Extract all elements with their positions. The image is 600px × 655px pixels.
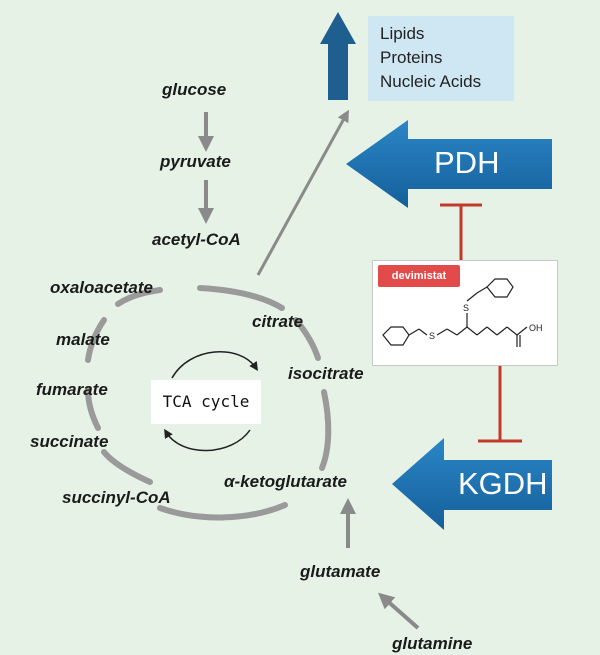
metabolite-citrate: citrate xyxy=(252,312,304,331)
metabolite-glutamate: glutamate xyxy=(300,562,381,581)
hydroxyl-group: OH xyxy=(529,323,543,333)
devimistat-badge: devimistat xyxy=(378,265,460,287)
devimistat-molecule-drawing: S S OH xyxy=(382,278,543,347)
pdh-arrow xyxy=(346,120,552,208)
metabolite-succinyl-coa: succinyl-CoA xyxy=(62,488,171,507)
biosynthesis-arrow xyxy=(320,12,356,100)
sulfur-atom-left: S xyxy=(429,331,435,341)
inhibition-pdh xyxy=(440,203,482,260)
inhibition-kgdh xyxy=(478,364,522,443)
kgdh-arrow xyxy=(392,438,552,530)
metabolite-acetyl-coa: acetyl-CoA xyxy=(152,230,241,249)
metabolite-isocitrate: isocitrate xyxy=(288,364,364,383)
biosynthesis-products-box: Lipids Proteins Nucleic Acids xyxy=(368,16,514,101)
metabolite-pyruvate: pyruvate xyxy=(160,152,231,171)
glutamine-to-glutamate-arrow xyxy=(378,592,420,630)
tca-cycle-label: TCA cycle xyxy=(151,380,261,424)
kgdh-label: KGDH xyxy=(458,466,548,501)
sulfur-atom-top: S xyxy=(463,303,469,313)
metabolite-succinate: succinate xyxy=(30,432,109,451)
metabolite-oxaloacetate: oxaloacetate xyxy=(50,278,153,297)
cycle-arrow-top xyxy=(171,351,259,379)
metabolite-alpha-ketoglutarate: α-ketoglutarate xyxy=(224,472,347,491)
product-nucleic-acids: Nucleic Acids xyxy=(380,72,482,91)
pdh-label: PDH xyxy=(434,145,500,180)
product-lipids: Lipids xyxy=(380,24,425,43)
metabolite-glutamine: glutamine xyxy=(392,634,473,653)
metabolite-malate: malate xyxy=(56,330,110,349)
metabolite-fumarate: fumarate xyxy=(36,380,108,399)
metabolite-glucose: glucose xyxy=(162,80,227,99)
cycle-arrow-bottom xyxy=(164,428,251,452)
tca-ring xyxy=(85,285,332,521)
product-proteins: Proteins xyxy=(380,48,443,67)
citrate-to-products-arrow xyxy=(256,109,349,276)
